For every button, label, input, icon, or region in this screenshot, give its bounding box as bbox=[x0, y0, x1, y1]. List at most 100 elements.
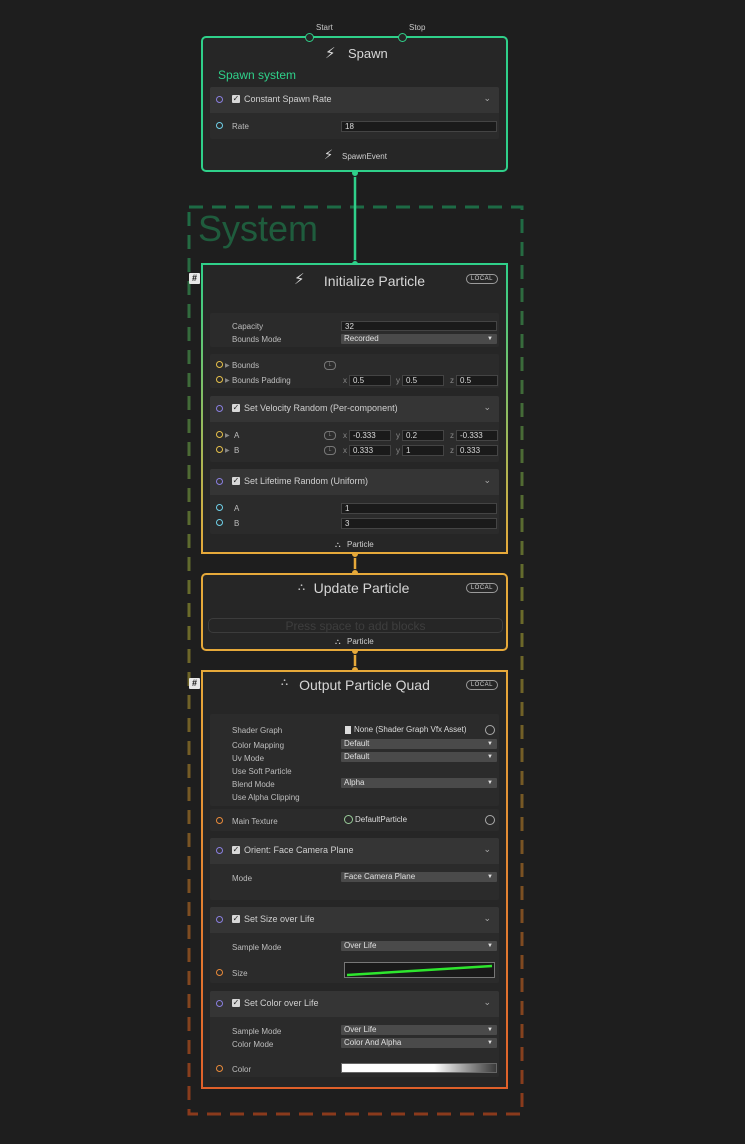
expand-triangle-icon[interactable]: ▶ bbox=[225, 378, 230, 384]
expand-triangle-icon[interactable]: ▶ bbox=[225, 433, 230, 439]
chevron-down-icon[interactable]: ⌄ bbox=[483, 844, 491, 854]
local-badge[interactable]: LOCAL bbox=[465, 583, 498, 593]
particle-flow-icon: ⛬ bbox=[298, 582, 305, 593]
main-texture-port[interactable] bbox=[216, 817, 223, 824]
particle-flow-icon: ⛬ bbox=[335, 540, 341, 549]
stop-port[interactable] bbox=[398, 33, 407, 42]
uv-mode-dropdown[interactable]: Default▼ bbox=[341, 752, 497, 762]
update-title: Update Particle bbox=[313, 580, 410, 596]
size-sample-mode-dropdown[interactable]: Over Life▼ bbox=[341, 941, 497, 951]
bounds-padding-z[interactable]: 0.5 bbox=[456, 375, 498, 386]
vel-a-z[interactable]: -0.333 bbox=[456, 430, 498, 441]
vel-b-port[interactable] bbox=[216, 446, 223, 453]
enable-checkbox[interactable]: ✓ bbox=[232, 94, 240, 103]
size-sample-mode-value: Over Life bbox=[344, 941, 377, 950]
life-a-field[interactable]: 1 bbox=[341, 503, 497, 514]
shader-graph-label: Shader Graph bbox=[232, 726, 283, 735]
set-lifetime-random-block[interactable]: ✓ Set Lifetime Random (Uniform) ⌄ A 1 B … bbox=[210, 469, 499, 534]
block-input-port[interactable] bbox=[216, 96, 223, 103]
rate-port[interactable] bbox=[216, 122, 223, 129]
enable-checkbox[interactable]: ✓ bbox=[232, 403, 240, 412]
expand-triangle-icon[interactable]: ▶ bbox=[225, 363, 230, 369]
spawn-context[interactable]: ⚡ Spawn Spawn system ✓ Constant Spawn Ra… bbox=[201, 33, 508, 172]
orient-mode-value: Face Camera Plane bbox=[344, 872, 416, 881]
vel-a-label: A bbox=[234, 431, 240, 440]
size-port[interactable] bbox=[216, 969, 223, 976]
chevron-down-icon[interactable]: ⌄ bbox=[483, 997, 491, 1007]
enable-checkbox[interactable]: ✓ bbox=[232, 914, 240, 923]
file-icon bbox=[345, 725, 351, 734]
lock-icon[interactable]: L bbox=[324, 361, 336, 370]
life-a-port[interactable] bbox=[216, 504, 223, 511]
bounds-port[interactable] bbox=[216, 361, 223, 368]
vel-a-port[interactable] bbox=[216, 431, 223, 438]
block-title: Constant Spawn Rate bbox=[244, 94, 332, 104]
object-picker-icon[interactable] bbox=[485, 815, 495, 825]
vel-a-x[interactable]: -0.333 bbox=[349, 430, 391, 441]
orient-mode-dropdown[interactable]: Face Camera Plane▼ bbox=[341, 872, 497, 882]
local-badge[interactable]: LOCAL bbox=[465, 680, 498, 690]
color-sample-mode-label: Sample Mode bbox=[232, 1027, 282, 1036]
life-b-label: B bbox=[234, 519, 240, 528]
size-sample-mode-label: Sample Mode bbox=[232, 943, 282, 952]
dropdown-arrow-icon: ▼ bbox=[487, 1027, 493, 1033]
axis-z-label: z bbox=[450, 431, 454, 440]
update-particle-context[interactable]: ⛬ Update Particle LOCAL Press space to a… bbox=[201, 573, 508, 651]
set-size-over-life-block[interactable]: ✓ Set Size over Life ⌄ Sample Mode Over … bbox=[210, 907, 499, 983]
main-texture-section: Main Texture DefaultParticle bbox=[210, 809, 499, 831]
add-blocks-placeholder[interactable]: Press space to add blocks bbox=[208, 618, 503, 633]
block-input-port[interactable] bbox=[216, 916, 223, 923]
chevron-down-icon[interactable]: ⌄ bbox=[483, 402, 491, 412]
main-texture-field[interactable]: DefaultParticle bbox=[341, 814, 497, 826]
vel-b-x[interactable]: 0.333 bbox=[349, 445, 391, 456]
output-particle-quad-context[interactable]: ⛬ Output Particle Quad LOCAL Shader Grap… bbox=[201, 670, 508, 1089]
color-gradient-field[interactable] bbox=[341, 1063, 497, 1073]
block-input-port[interactable] bbox=[216, 405, 223, 412]
block-input-port[interactable] bbox=[216, 1000, 223, 1007]
hash-icon[interactable]: # bbox=[189, 273, 200, 284]
vel-b-z[interactable]: 0.333 bbox=[456, 445, 498, 456]
color-sample-mode-dropdown[interactable]: Over Life▼ bbox=[341, 1025, 497, 1035]
color-mapping-dropdown[interactable]: Default▼ bbox=[341, 739, 497, 749]
color-port[interactable] bbox=[216, 1065, 223, 1072]
blend-mode-value: Alpha bbox=[344, 778, 365, 787]
shader-graph-field[interactable]: None (Shader Graph Vfx Asset) bbox=[341, 724, 497, 736]
start-port[interactable] bbox=[305, 33, 314, 42]
capacity-field[interactable]: 32 bbox=[341, 321, 497, 331]
color-mode-dropdown[interactable]: Color And Alpha▼ bbox=[341, 1038, 497, 1048]
life-b-port[interactable] bbox=[216, 519, 223, 526]
hash-icon[interactable]: # bbox=[189, 678, 200, 689]
bounds-padding-y[interactable]: 0.5 bbox=[402, 375, 444, 386]
bounds-padding-port[interactable] bbox=[216, 376, 223, 383]
enable-checkbox[interactable]: ✓ bbox=[232, 998, 240, 1007]
set-velocity-random-block[interactable]: ✓ Set Velocity Random (Per-component) ⌄ … bbox=[210, 396, 499, 462]
size-label: Size bbox=[232, 969, 248, 978]
rate-field[interactable]: 18 bbox=[341, 121, 497, 132]
blend-mode-dropdown[interactable]: Alpha▼ bbox=[341, 778, 497, 788]
initialize-particle-context[interactable]: ⚡ Initialize Particle LOCAL Capacity 32 … bbox=[201, 263, 508, 554]
lock-icon[interactable]: L bbox=[324, 431, 336, 440]
block-input-port[interactable] bbox=[216, 478, 223, 485]
size-curve[interactable] bbox=[344, 962, 495, 978]
vel-b-label: B bbox=[234, 446, 240, 455]
chevron-down-icon[interactable]: ⌄ bbox=[483, 913, 491, 923]
bounds-mode-dropdown[interactable]: Recorded▼ bbox=[341, 334, 497, 344]
chevron-down-icon[interactable]: ⌄ bbox=[483, 93, 491, 103]
capacity-label: Capacity bbox=[232, 322, 264, 331]
set-color-over-life-block[interactable]: ✓ Set Color over Life ⌄ Sample Mode Over… bbox=[210, 991, 499, 1077]
vel-a-y[interactable]: 0.2 bbox=[402, 430, 444, 441]
object-picker-icon[interactable] bbox=[485, 725, 495, 735]
constant-spawn-rate-block[interactable]: ✓ Constant Spawn Rate ⌄ Rate 18 bbox=[210, 87, 499, 139]
enable-checkbox[interactable]: ✓ bbox=[232, 476, 240, 485]
vel-b-y[interactable]: 1 bbox=[402, 445, 444, 456]
enable-checkbox[interactable]: ✓ bbox=[232, 845, 240, 854]
local-badge[interactable]: LOCAL bbox=[465, 274, 498, 284]
expand-triangle-icon[interactable]: ▶ bbox=[225, 448, 230, 454]
chevron-down-icon[interactable]: ⌄ bbox=[483, 475, 491, 485]
life-b-field[interactable]: 3 bbox=[341, 518, 497, 529]
bounds-section: ▶ Bounds L ▶ Bounds Padding x 0.5 y 0.5 … bbox=[210, 354, 499, 388]
lock-icon[interactable]: L bbox=[324, 446, 336, 455]
orient-block[interactable]: ✓ Orient: Face Camera Plane ⌄ Mode Face … bbox=[210, 838, 499, 900]
bounds-padding-x[interactable]: 0.5 bbox=[349, 375, 391, 386]
block-input-port[interactable] bbox=[216, 847, 223, 854]
